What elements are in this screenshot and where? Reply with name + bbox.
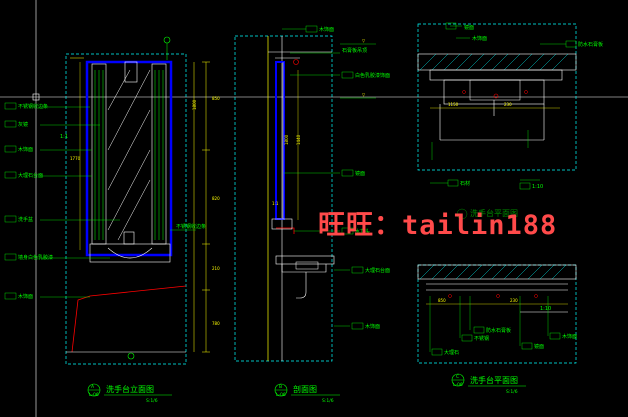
callout-section-4: 镜面 — [355, 170, 365, 177]
callout-plan-bottom-3: 防水石膏板 — [486, 327, 511, 334]
callout-section-5: 水龙头 — [355, 228, 370, 235]
plan-bottom-callouts: 大理石 不锈钢 防水石膏板 镜面 木饰面 1:10 — [429, 296, 577, 356]
elevation-view: 1800 850 820 210 780 1770 — [4, 36, 220, 404]
svg-text:▽: ▽ — [362, 92, 366, 97]
elevation-title-block: A L-06 洗手台立面图 S:1/6 — [87, 383, 172, 404]
svg-text:▽: ▽ — [362, 38, 366, 43]
elevation-callouts-left: 不锈钢收边条 灰镜 木饰面 大理石台面 洗手盆 墙身白色乳胶漆 木饰面 — [4, 102, 120, 300]
section-callouts: 木饰面 石膏板吊顶 白色乳胶漆饰面 镜面 水龙头 大理石台面 木饰面 — [282, 25, 390, 330]
callout-plan-bottom-2: 不锈钢 — [474, 335, 489, 342]
plan-ghost-title-block: 洗手台平面图 — [456, 208, 518, 220]
section-title-block: B L-06 剖面图 S:1/6 — [274, 383, 340, 404]
elevation-scale: S:1/6 — [146, 398, 158, 404]
section-view: 1440 1800 1:1 ▽ ▽ 木饰面 石膏板吊顶 — [234, 25, 390, 404]
seller-watermark: 旺旺：tailin188 — [318, 210, 557, 241]
svg-text:230: 230 — [510, 298, 518, 303]
callout-plan-bottom-4: 镜面 — [534, 343, 544, 350]
callout-plan-top-4: 石材 — [460, 180, 470, 187]
elevation-callouts-right: 不锈钢收边条 1:1 — [60, 134, 206, 231]
callout-elev-left-4: 大理石台面 — [18, 172, 43, 179]
svg-text:780: 780 — [212, 321, 220, 326]
svg-text:1800: 1800 — [284, 134, 289, 145]
callout-elev-left-6: 墙身白色乳胶漆 — [18, 254, 53, 261]
callout-elev-left-5: 洗手盆 — [18, 216, 33, 223]
section-sheet: L-06 — [276, 392, 286, 398]
callout-section-6: 大理石台面 — [365, 267, 390, 274]
plan-top-callouts: 镜面 木饰面 防水石膏板 石材 1:10 — [430, 22, 603, 190]
callout-elev-left-3: 木饰面 — [18, 146, 33, 153]
elevation-title: 洗手台立面图 — [106, 384, 154, 394]
svg-text:1770: 1770 — [70, 156, 81, 161]
callout-section-2: 石膏板吊顶 — [342, 47, 367, 54]
plan-view-top: 1150 230 镜面 木饰面 防水石膏板 石材 1:10 — [417, 22, 603, 220]
plan-title-block: C L-06 洗手台平面图 S:1/6 — [451, 373, 526, 395]
plan-index: C — [456, 374, 459, 380]
callout-plan-bottom-5: 木饰面 — [562, 333, 577, 340]
svg-text:1150: 1150 — [448, 102, 459, 107]
section-index: B — [279, 384, 282, 390]
plan-sheet: L-06 — [453, 382, 463, 388]
svg-text:820: 820 — [212, 196, 220, 201]
svg-text:1:1: 1:1 — [272, 201, 279, 206]
svg-text:1440: 1440 — [296, 134, 301, 145]
callout-elev-left-1: 不锈钢收边条 — [18, 103, 48, 110]
callout-elev-left-2: 灰镜 — [18, 121, 28, 128]
callout-plan-bottom-1: 大理石 — [444, 349, 459, 356]
callout-plan-top-2: 木饰面 — [472, 35, 487, 42]
svg-text:850: 850 — [212, 96, 220, 101]
plan-scale: S:1/6 — [506, 389, 518, 395]
callout-section-7: 木饰面 — [365, 323, 380, 330]
section-scale: S:1/6 — [322, 398, 334, 404]
callout-plan-bottom-6: 1:10 — [540, 306, 551, 312]
plan-title: 洗手台平面图 — [470, 375, 518, 385]
elevation-sheet: L-06 — [89, 392, 99, 398]
svg-text:1800: 1800 — [192, 99, 197, 110]
elevation-index: A — [91, 384, 95, 390]
svg-text:850: 850 — [438, 298, 446, 303]
section-title: 剖面图 — [293, 384, 317, 394]
callout-section-1: 木饰面 — [319, 26, 334, 33]
svg-text:230: 230 — [504, 102, 512, 107]
plan-view-bottom: 850 230 大理石 不锈钢 防水石膏板 镜面 木饰面 1:10 — [417, 264, 577, 395]
callout-section-3: 白色乳胶漆饰面 — [355, 72, 390, 79]
callout-plan-top-1: 镜面 — [464, 24, 474, 31]
callout-plan-top-3: 防水石膏板 — [578, 41, 603, 48]
callout-elev-right-2: 1:1 — [60, 134, 68, 140]
svg-text:210: 210 — [212, 266, 220, 271]
callout-plan-top-5: 1:10 — [532, 184, 543, 190]
callout-elev-left-7: 木饰面 — [18, 293, 33, 300]
callout-elev-right-1: 不锈钢收边条 — [176, 223, 206, 230]
plan-ghost-title: 洗手台平面图 — [470, 208, 518, 218]
